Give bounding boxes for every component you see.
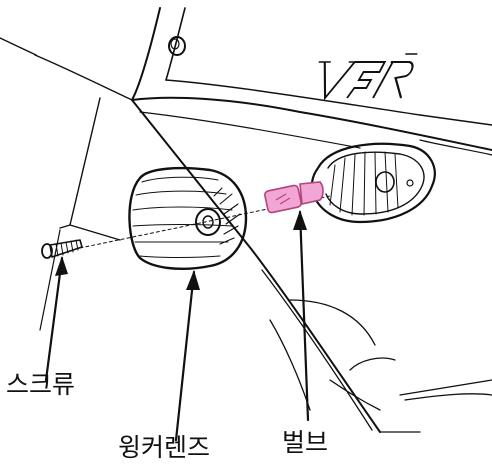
screw-arrow — [44, 256, 64, 382]
turn-signal-housing — [310, 142, 436, 224]
winker-lens-label: 윙커렌즈 — [118, 433, 211, 462]
lens-arrow — [174, 270, 196, 442]
bulb-part — [264, 181, 324, 214]
bulb-label: 벌브 — [282, 428, 329, 457]
frame-lines — [0, 37, 133, 331]
screw-part — [41, 239, 83, 259]
lower-fairing-lines — [261, 269, 492, 433]
fairing-panel — [131, 7, 492, 433]
bulb-arrow — [298, 210, 310, 422]
screw-label: 스크류 — [6, 370, 76, 399]
winker-lens-part — [128, 166, 248, 271]
callout-arrows — [44, 210, 310, 442]
vfr-logo — [318, 53, 418, 101]
fairing-bolt-hole — [168, 36, 186, 56]
